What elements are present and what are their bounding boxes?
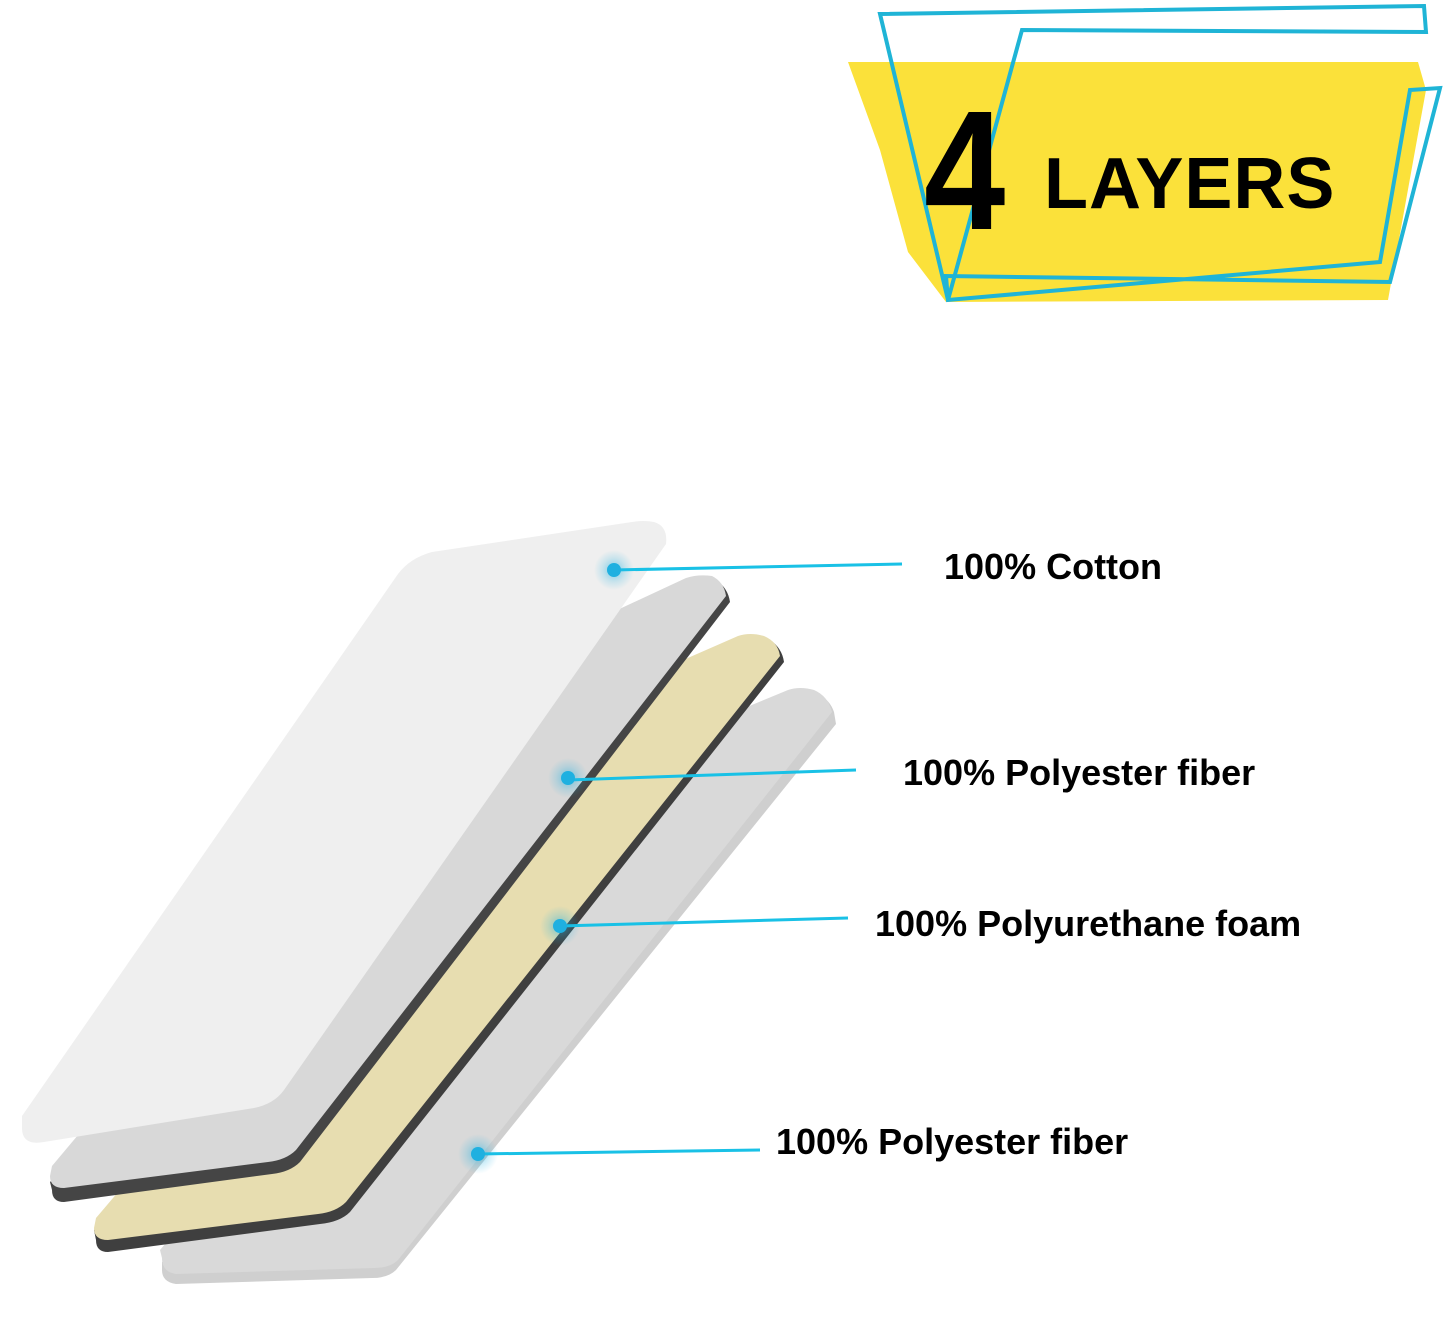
layer-1-label: 100% Cotton [944, 546, 1163, 587]
marker-dot-1 [594, 550, 634, 590]
leader-line-1 [613, 562, 903, 572]
marker-dot-2 [548, 758, 588, 798]
marker-dot-3 [540, 906, 580, 946]
layer-2-label: 100% Polyester fiber [903, 752, 1256, 793]
badge [848, 3, 1443, 303]
layer-3-label: 100% Polyurethane foam [875, 903, 1302, 944]
badge-outline-frame-left [877, 3, 1429, 301]
badge-yellow-shape [848, 62, 1426, 302]
leader-line-2 [567, 768, 857, 782]
layer-1-sheet [22, 521, 667, 1143]
leader-line-4 [477, 1148, 761, 1156]
badge-outline-frame-right [943, 85, 1443, 303]
leader-lines [477, 562, 903, 1156]
marker-dots [458, 550, 634, 1174]
layer-4-label: 100% Polyester fiber [776, 1121, 1129, 1162]
leader-line-3 [559, 916, 849, 928]
marker-dot-4 [458, 1134, 498, 1174]
